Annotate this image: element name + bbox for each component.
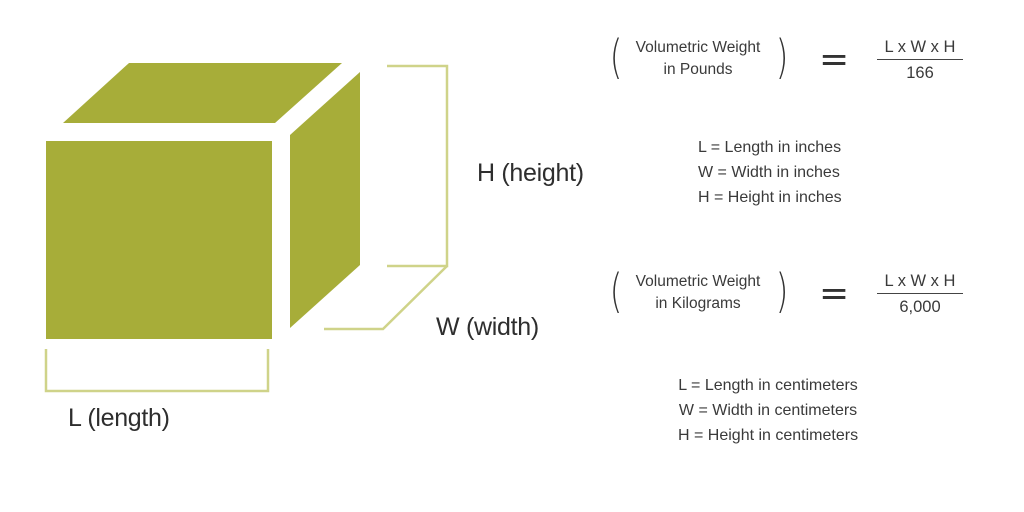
right-paren: ) — [775, 30, 789, 84]
formula-kilograms: ( Volumetric Weight in Kilograms ) = L x… — [607, 262, 987, 332]
numerator: L x W x H — [884, 272, 956, 290]
legend-line: W = Width in centimeters — [678, 402, 858, 419]
legend-line: L = Length in inches — [698, 139, 842, 156]
legend-line: L = Length in centimeters — [678, 377, 858, 394]
legend-inches: L = Length in inches W = Width in inches… — [698, 135, 842, 210]
volumetric-weight-term: Volumetric Weight in Pounds — [623, 37, 773, 81]
height-label: H (height) — [477, 159, 584, 187]
legend-line: H = Height in inches — [698, 189, 842, 206]
legend-line: H = Height in centimeters — [678, 427, 859, 444]
term-line-2: in Kilograms — [655, 295, 741, 312]
length-label: L (length) — [68, 404, 170, 432]
fraction: L x W x H 166 — [877, 36, 963, 84]
width-bracket — [324, 265, 448, 331]
cube-front-face — [46, 141, 272, 339]
term-line-1: Volumetric Weight — [635, 39, 761, 56]
term-line-2: in Pounds — [663, 61, 733, 78]
denominator: 166 — [906, 64, 934, 82]
cube-diagram — [44, 63, 449, 393]
term-line-1: Volumetric Weight — [635, 273, 761, 290]
equals-sign: = — [819, 273, 850, 314]
cube-top-face — [63, 63, 342, 123]
left-paren: ( — [609, 30, 623, 84]
left-paren: ( — [609, 264, 623, 318]
height-bracket — [387, 64, 449, 268]
right-paren: ) — [775, 264, 789, 318]
cube-side-face — [290, 72, 360, 328]
legend-line: W = Width in inches — [698, 164, 840, 181]
length-bracket — [44, 349, 270, 393]
width-label: W (width) — [436, 313, 539, 341]
denominator: 6,000 — [899, 298, 941, 316]
equals-sign: = — [819, 39, 850, 80]
fraction: L x W x H 6,000 — [877, 270, 963, 318]
fraction-bar — [877, 59, 963, 60]
numerator: L x W x H — [884, 38, 956, 56]
fraction-bar — [877, 293, 963, 294]
volumetric-weight-term: Volumetric Weight in Kilograms — [623, 271, 773, 315]
legend-centimeters: L = Length in centimeters W = Width in c… — [678, 373, 858, 448]
formula-pounds: ( Volumetric Weight in Pounds ) = L x W … — [607, 28, 987, 98]
